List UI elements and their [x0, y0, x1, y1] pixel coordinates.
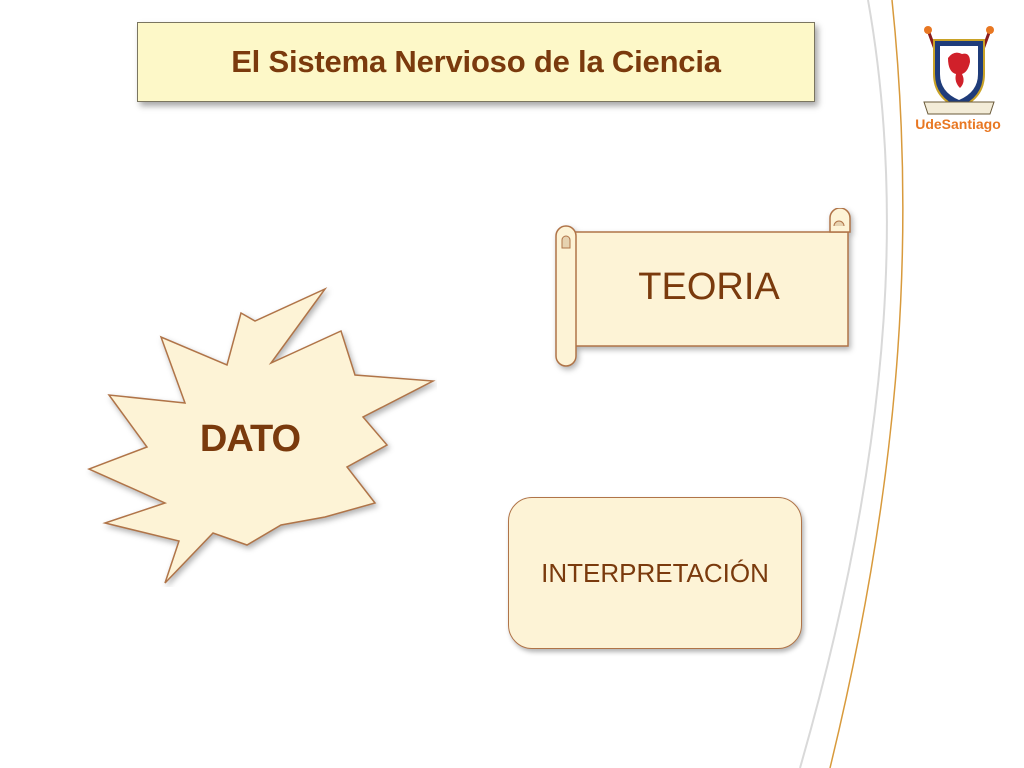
slide-title-box: El Sistema Nervioso de la Ciencia [137, 22, 815, 102]
slide-title: El Sistema Nervioso de la Ciencia [231, 44, 721, 79]
logo-wordmark: UdeSantiago [915, 116, 1001, 132]
dato-label: DATO [199, 418, 301, 460]
interpretacion-box: INTERPRETACIÓN [508, 497, 802, 649]
teoria-scroll [555, 208, 851, 367]
teoria-label: TEORIA [638, 266, 780, 308]
dato-starburst [87, 287, 436, 584]
interpretacion-label: INTERPRETACIÓN [541, 557, 769, 588]
university-crest-icon [923, 26, 995, 115]
